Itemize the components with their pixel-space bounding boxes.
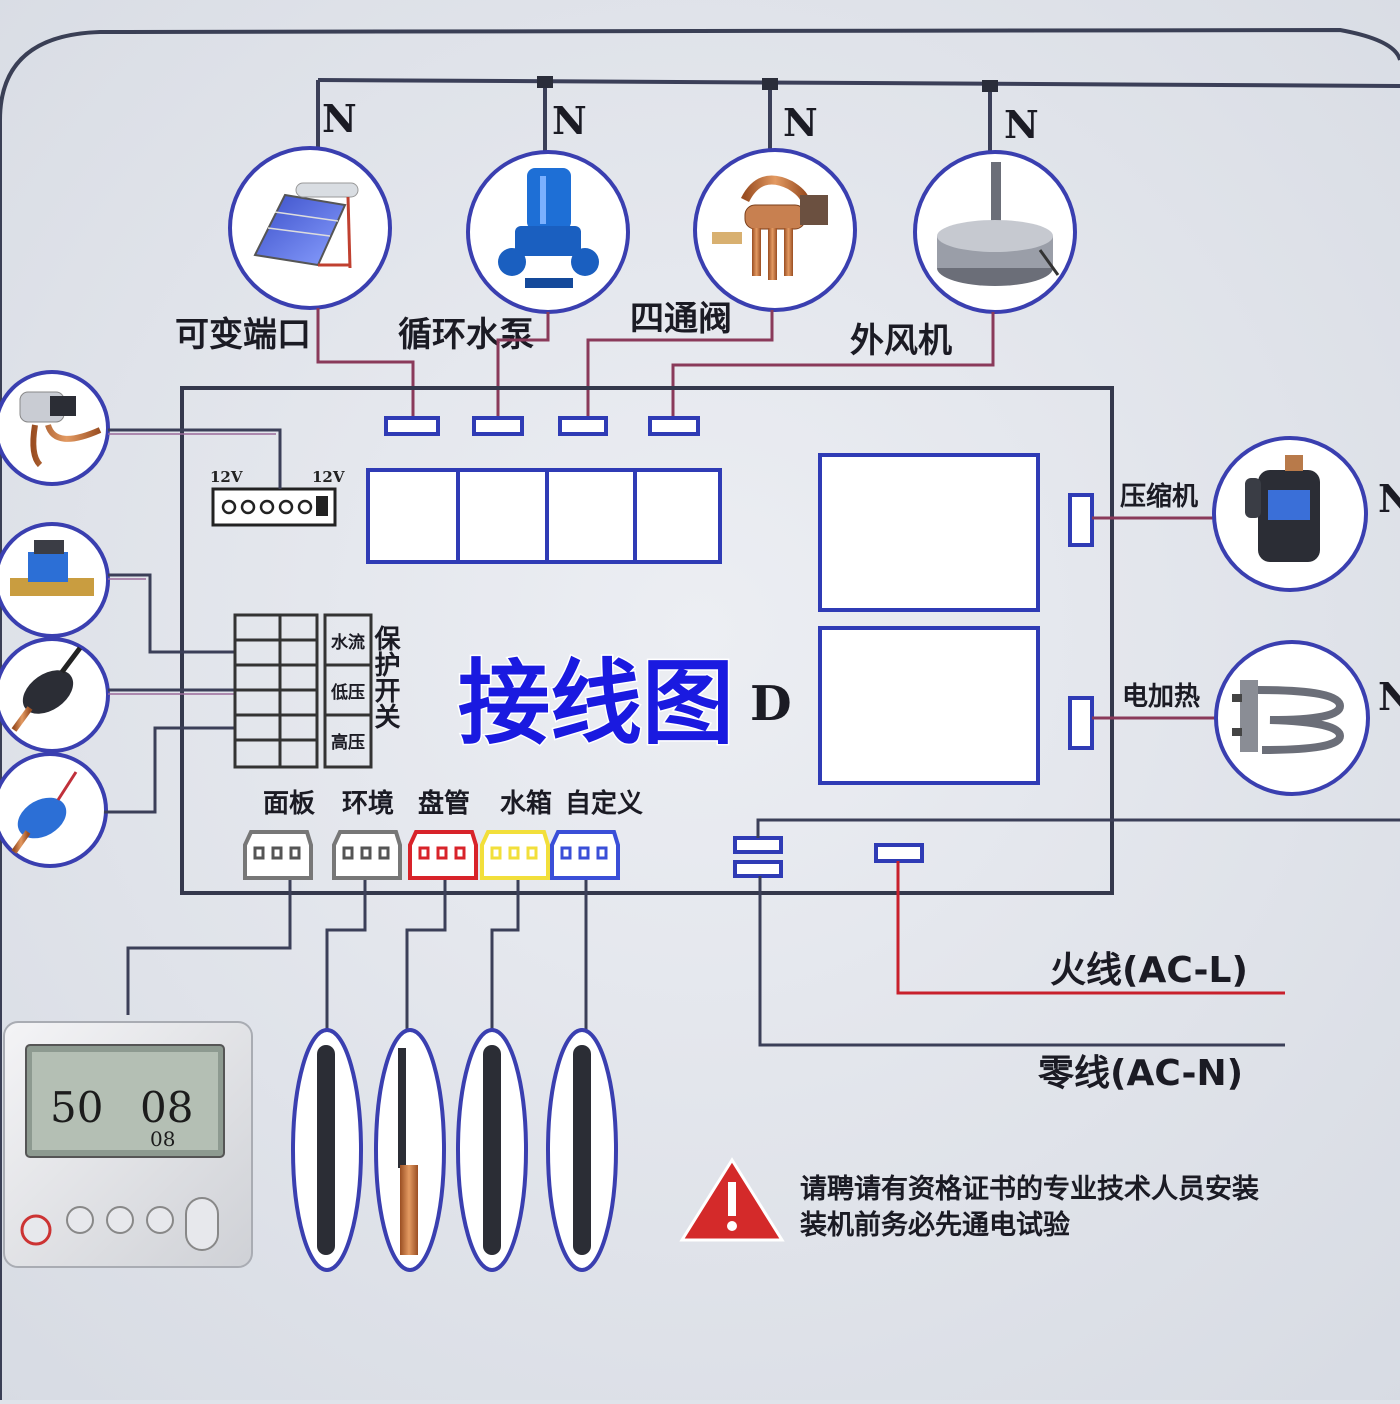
right-wires	[1092, 516, 1215, 720]
top-label-1: 循环水泵	[398, 315, 534, 355]
neutral-label-3: N	[783, 100, 818, 145]
water-flow-switch-icon	[10, 540, 94, 596]
device-circle-valve	[693, 148, 857, 312]
relay-block	[366, 468, 722, 564]
high-pressure-switch-icon	[11, 646, 82, 732]
sensor-wires	[126, 880, 588, 1035]
protection-item-2: 高压	[331, 732, 365, 753]
warning-line-1: 请聘请有资格证书的专业技术人员安装	[800, 1173, 1259, 1205]
four-way-valve-icon	[712, 175, 828, 280]
left-device-3	[0, 752, 108, 868]
display-value-left: 50	[50, 1083, 103, 1132]
protection-terminal-block	[233, 613, 373, 769]
relay-terminals	[384, 416, 700, 436]
protection-item-0: 水流	[331, 632, 365, 653]
device-circle-compressor	[1212, 436, 1368, 592]
sensor-label-3: 水箱	[500, 788, 552, 819]
protection-item-1: 低压	[330, 682, 365, 703]
sensor-label-2: 盘管	[418, 788, 470, 819]
right-label-1: 电加热	[1122, 682, 1200, 712]
probe-custom	[573, 1045, 591, 1255]
warning-icon	[679, 1157, 785, 1242]
live-wire-label: 火线(AC-L)	[1050, 950, 1248, 991]
pressure-switch-icon	[19, 391, 102, 468]
sensor-port-3	[480, 830, 550, 880]
neutral-label-4: N	[1004, 102, 1039, 147]
power-button[interactable]	[20, 1214, 52, 1246]
compressor-icon	[1245, 455, 1320, 562]
left-wires-shadow	[108, 433, 276, 695]
low-pressure-switch-icon	[11, 771, 78, 854]
circulation-pump-icon	[498, 168, 599, 288]
temperature-probes	[291, 1028, 618, 1272]
left-device-2	[0, 637, 110, 753]
sensor-label-0: 面板	[263, 789, 315, 819]
page-title: 接线图	[458, 650, 734, 757]
sensor-port-2	[408, 830, 478, 880]
sensor-label-4: 自定义	[565, 788, 643, 819]
device-circle-fan	[913, 150, 1077, 314]
up-down-button[interactable]	[185, 1197, 219, 1251]
solar-water-heater-icon	[253, 182, 359, 269]
sensor-port-0	[243, 830, 313, 880]
top-label-2: 四通阀	[630, 299, 732, 339]
probe-panel	[317, 1045, 335, 1255]
sensor-ports	[243, 830, 620, 880]
partial-board-mark: D	[750, 676, 792, 732]
connector-12v	[211, 487, 337, 527]
electric-heater-icon	[1232, 680, 1345, 754]
neutral-label-heater: N	[1378, 674, 1400, 719]
sensor-label-1: 环境	[342, 788, 394, 819]
left-wires	[104, 428, 282, 814]
neutral-label-compressor: N	[1378, 476, 1400, 521]
outdoor-fan-motor-icon	[937, 162, 1060, 286]
sensor-port-4	[550, 830, 620, 880]
power-wires	[756, 818, 1400, 1047]
main-board	[180, 386, 1114, 895]
heater-relay-module	[818, 626, 1040, 785]
neutral-bus	[316, 76, 1400, 165]
neutral-label-2: N	[552, 98, 587, 143]
v12-left-label: 12V	[210, 468, 243, 486]
display-value-right: 08	[140, 1083, 193, 1132]
left-device-0	[0, 370, 110, 486]
device-circle-heater	[1214, 640, 1370, 796]
display-value-small: 08	[150, 1127, 175, 1151]
probe-coil	[400, 1165, 418, 1255]
top-label-3: 外风机	[850, 321, 952, 361]
mode-button[interactable]	[66, 1206, 94, 1234]
neutral-wire-label: 零线(AC-N)	[1038, 1053, 1243, 1094]
device-circle-solar	[228, 146, 392, 310]
neutral-label-1: N	[322, 96, 357, 141]
sensor-port-1	[332, 830, 402, 880]
probe-tank	[483, 1045, 501, 1255]
device-circle-pump	[466, 150, 630, 314]
set-button[interactable]	[106, 1206, 134, 1234]
right-terminals	[1068, 493, 1094, 750]
left-device-1	[0, 522, 110, 638]
right-label-0: 压缩机	[1120, 481, 1198, 512]
clock-button[interactable]	[146, 1206, 174, 1234]
protection-title: 保护开关	[370, 625, 401, 729]
wired-controller: 50 08 08	[3, 1021, 253, 1268]
v12-right-label: 12V	[312, 468, 345, 486]
compressor-relay-module	[818, 453, 1040, 612]
warning-line-2: 装机前务必先通电试验	[800, 1209, 1070, 1241]
power-terminals	[733, 836, 924, 878]
top-label-0: 可变端口	[175, 315, 311, 355]
